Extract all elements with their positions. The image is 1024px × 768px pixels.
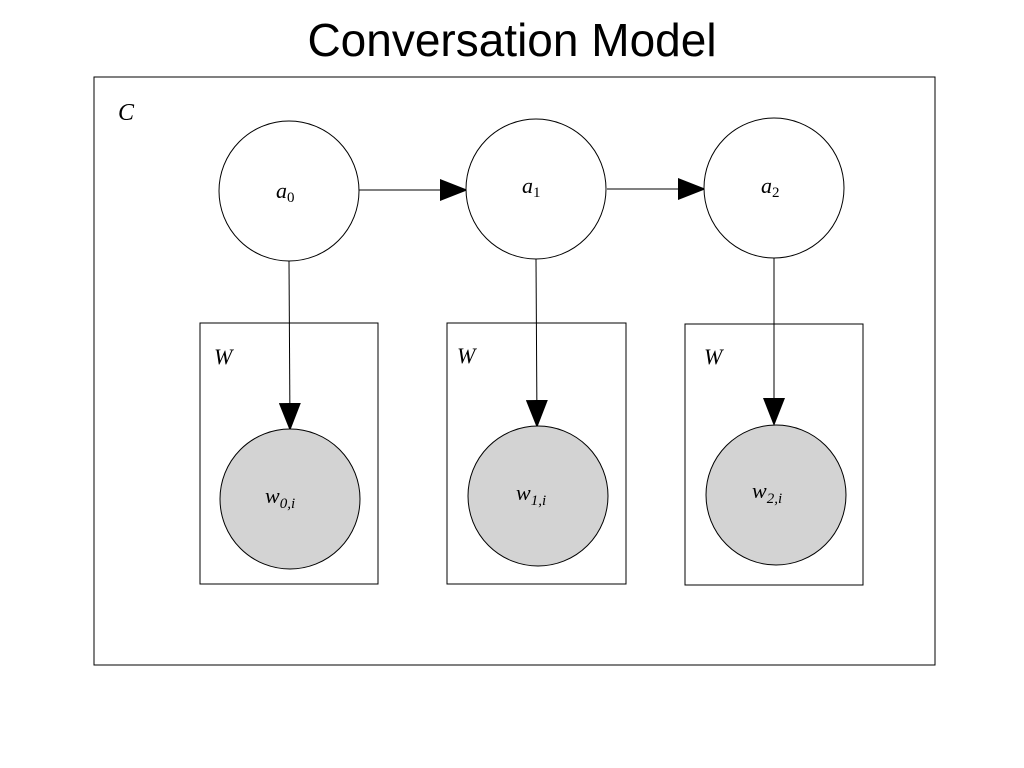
latent-node-label: a0 [276, 178, 295, 206]
latent-node-a1 [465, 118, 607, 260]
observed-node-w1 [467, 425, 609, 567]
latent-node-a0 [218, 120, 360, 262]
plate-outer-label: C [118, 100, 135, 126]
edge-a1-w1 [525, 258, 548, 428]
plate-inner-label: W [214, 344, 234, 369]
observed-node-w0 [219, 428, 361, 570]
observed-node-label: w2,i [752, 478, 782, 507]
slide-title: Conversation Model [307, 14, 717, 66]
latent-node-label: a2 [761, 173, 780, 201]
plate-outer-c [93, 76, 936, 666]
plate-inner-label: W [704, 344, 724, 369]
observed-node-label: w1,i [516, 480, 546, 509]
latent-node-a2 [703, 117, 845, 259]
observed-node-label: w0,i [265, 483, 295, 512]
edge-a0-w0 [278, 260, 301, 431]
plate-inner-label: W [457, 343, 477, 368]
observed-node-w2 [705, 424, 847, 566]
latent-node-label: a1 [522, 173, 541, 201]
